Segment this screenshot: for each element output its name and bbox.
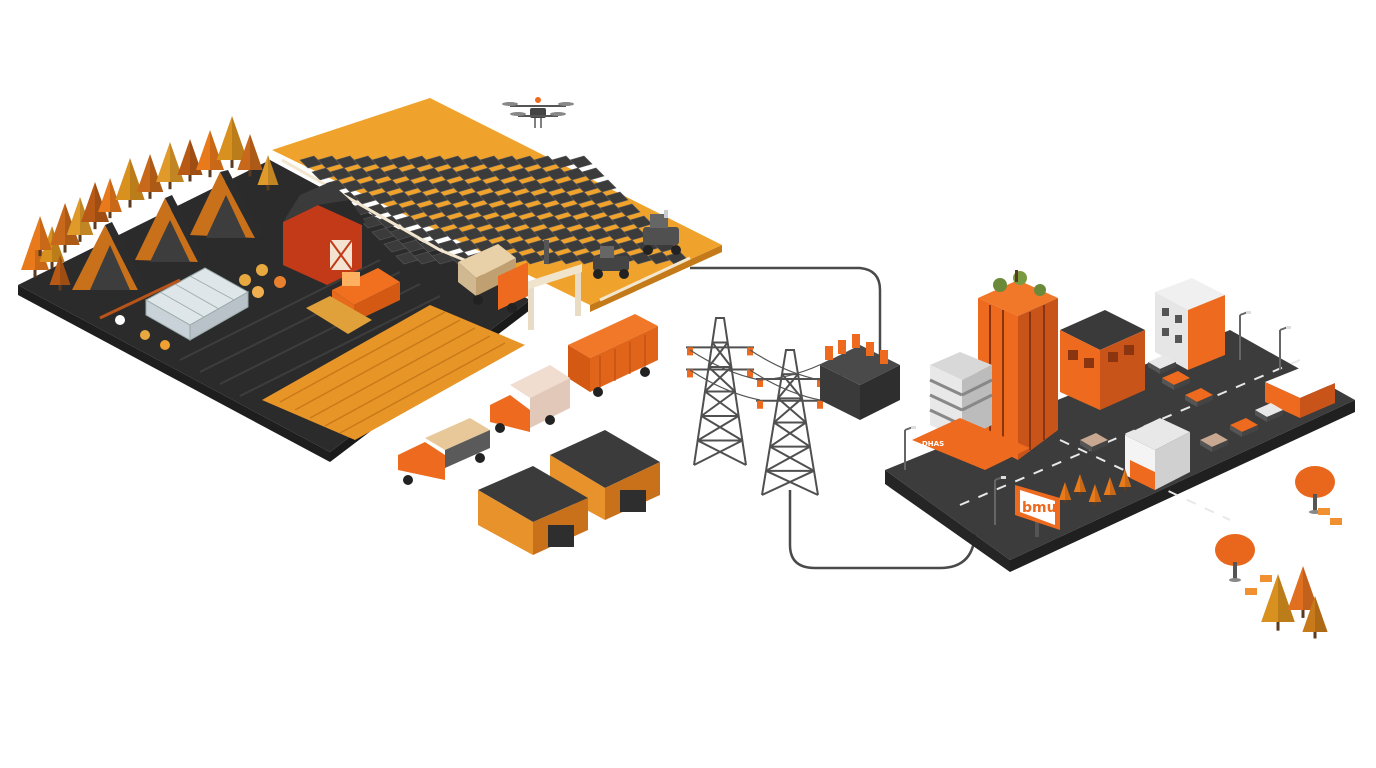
tree-icon bbox=[216, 116, 248, 168]
car-icon bbox=[1230, 418, 1258, 437]
street-lamp-icon bbox=[904, 426, 916, 470]
truck-icon bbox=[490, 365, 570, 433]
billboard-icon: bmu bbox=[1015, 485, 1060, 537]
tree-icon bbox=[1215, 534, 1255, 582]
combine-harvester-icon bbox=[306, 268, 400, 334]
truck-icon bbox=[398, 418, 490, 485]
car-icon bbox=[1148, 355, 1176, 374]
solar-panel-icon bbox=[593, 179, 617, 193]
greenhouse-icon bbox=[144, 267, 250, 341]
mall-building bbox=[1060, 310, 1145, 410]
city-traffic bbox=[1080, 355, 1283, 452]
street-lamp-icon bbox=[994, 476, 1006, 525]
tree-icon bbox=[98, 178, 122, 219]
tree-icon bbox=[1287, 566, 1319, 618]
a-frame-cabin-group bbox=[72, 170, 262, 290]
transmission-tower-icon bbox=[686, 317, 754, 466]
warehouse-icon bbox=[478, 466, 588, 555]
crate bbox=[1330, 518, 1342, 525]
transmission-tower-icon bbox=[756, 349, 824, 496]
wheat-field bbox=[262, 305, 525, 440]
solar-panel-icon bbox=[569, 155, 593, 169]
tree-icon bbox=[177, 139, 203, 182]
transformer-icon bbox=[820, 334, 900, 420]
tree-icon bbox=[1302, 596, 1328, 639]
car-icon bbox=[1255, 403, 1283, 422]
skyscraper-icon bbox=[978, 270, 1058, 460]
street-lamp-icon bbox=[1279, 326, 1291, 370]
tree-icon bbox=[1073, 474, 1087, 496]
apartment-building bbox=[1155, 278, 1225, 370]
a-frame-cabin-icon bbox=[190, 170, 262, 238]
a-frame-cabin-icon bbox=[72, 222, 145, 290]
tree-icon bbox=[1118, 469, 1132, 491]
forest bbox=[21, 116, 279, 291]
warehouse-icon bbox=[550, 430, 660, 520]
shop-building bbox=[1125, 418, 1190, 490]
crate bbox=[1318, 508, 1330, 515]
transmission-towers bbox=[686, 317, 871, 496]
car-icon bbox=[1162, 371, 1190, 390]
tree-icon bbox=[1261, 574, 1295, 631]
office-building: DHAS bbox=[912, 352, 1030, 470]
building-sign: DHAS bbox=[922, 440, 944, 448]
truck-icon bbox=[458, 244, 528, 313]
field-robot bbox=[593, 246, 629, 279]
car-icon bbox=[1185, 388, 1213, 407]
tree-icon bbox=[1295, 466, 1335, 514]
tree-icon bbox=[49, 255, 71, 291]
gate-post bbox=[528, 282, 534, 330]
tree-icon bbox=[257, 155, 279, 191]
tree-icon bbox=[1058, 482, 1072, 504]
car-icon bbox=[1200, 433, 1228, 452]
city-trees bbox=[1058, 469, 1132, 506]
solar-panel-icon bbox=[617, 203, 641, 217]
logistics-area bbox=[398, 314, 660, 555]
park-trees bbox=[1215, 466, 1342, 639]
gate-post bbox=[575, 266, 581, 316]
crate bbox=[1245, 588, 1257, 595]
field-robot bbox=[643, 210, 681, 255]
street-lamps bbox=[904, 311, 1291, 525]
farm-platform bbox=[18, 98, 722, 462]
tree-icon bbox=[237, 134, 263, 177]
city-platform: DHAS bbox=[885, 270, 1355, 572]
crate bbox=[1260, 575, 1272, 582]
drone-icon bbox=[502, 97, 574, 128]
tree-icon bbox=[136, 154, 164, 199]
a-frame-cabin-icon bbox=[135, 195, 205, 262]
tree-icon bbox=[156, 142, 184, 190]
street-lamp-icon bbox=[1239, 311, 1251, 360]
car-icon bbox=[1080, 433, 1108, 452]
service-station bbox=[1265, 368, 1335, 418]
barn-icon bbox=[283, 182, 365, 285]
solar-panel-icon bbox=[581, 167, 605, 181]
tree-icon bbox=[28, 216, 52, 257]
tree-icon bbox=[1103, 477, 1117, 499]
billboard-label: bmu bbox=[1022, 500, 1057, 516]
solar-panel-array bbox=[299, 155, 689, 265]
solar-panel-icon bbox=[605, 191, 629, 205]
shipping-container-icon bbox=[568, 314, 658, 397]
tree-icon bbox=[1088, 484, 1102, 506]
sensor-post bbox=[544, 240, 549, 264]
flower-beds bbox=[115, 264, 286, 350]
